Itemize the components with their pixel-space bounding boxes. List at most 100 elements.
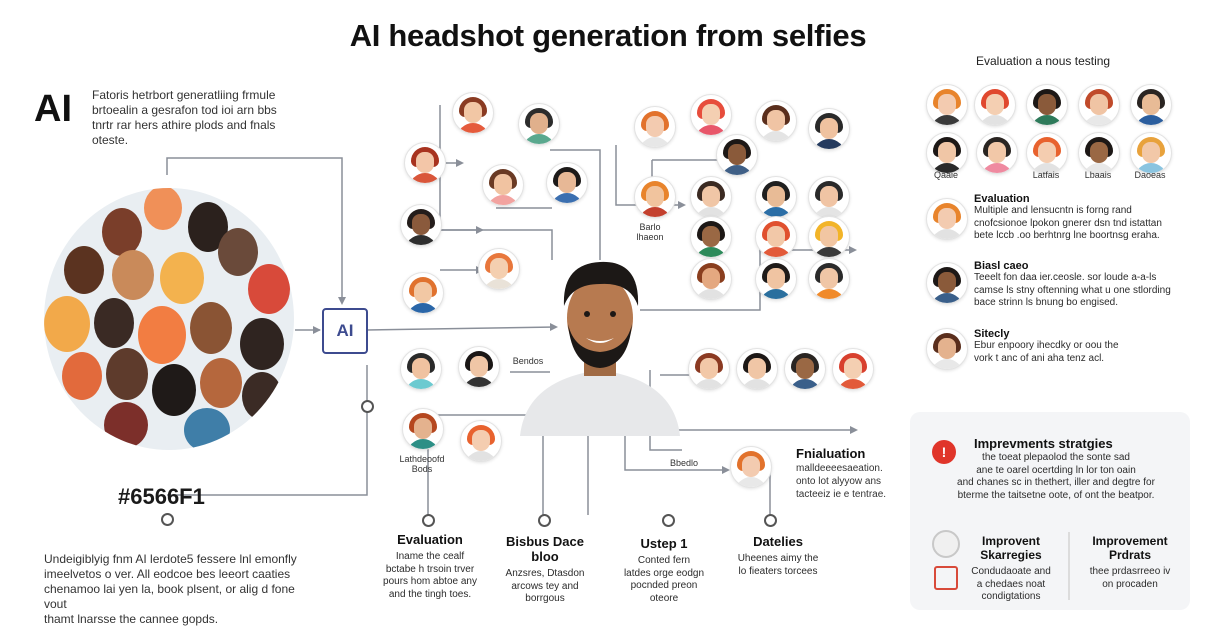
intro-text: Fatoris hetrbort generatliing frmule brt… [92, 88, 322, 148]
avatar [404, 142, 446, 184]
avatar [926, 132, 968, 174]
ai-chip-icon: AI [322, 308, 368, 354]
text-line: bctabe h trsoin trver [385, 563, 475, 575]
avatar [690, 258, 732, 300]
text-line: and chanes sc in thethert, iller and deg… [957, 477, 1155, 488]
text-line: Iname the cealf [395, 551, 465, 562]
text-line: pours hom abtoe any [383, 576, 477, 587]
avatar [478, 248, 520, 290]
avatar [400, 204, 442, 246]
side-item-text: Ebur enpoory ihecdky or oou the vork t a… [974, 340, 1184, 365]
right-header: Evaluation a nous testing [976, 54, 1111, 68]
avatar [832, 348, 874, 390]
node-dot [662, 514, 675, 527]
step-datelies: Datelies Uheenes aimy the lo fieaters to… [730, 534, 826, 578]
step-bias: Bisbus Dace bloo Anzsres, Dtasdon arcows… [500, 534, 590, 606]
text-line: lo fieaters torcees [738, 565, 818, 577]
node-dot [764, 514, 777, 527]
step-title: Datelies [753, 534, 803, 549]
intro-line: Fatoris hetrbort generatliing frmule [92, 88, 276, 102]
text-line: pocnded preon oteore [630, 580, 698, 604]
avatar [1130, 132, 1172, 174]
text-line: Condudaoate and [971, 566, 1051, 577]
intro-line: oteste. [92, 133, 129, 147]
text-line: Multiple and lensucntn is forng rand [974, 205, 1132, 216]
step-text: Conted fern latdes orge eodgn pocnded pr… [616, 555, 712, 605]
avatar [690, 216, 732, 258]
text-line: thamt lnarsse the cannee gopds. [44, 612, 219, 626]
arrow-label: Bbedlo [669, 458, 699, 468]
alert-icon: ! [932, 440, 956, 464]
avatar [976, 132, 1018, 174]
node-dot [161, 513, 174, 526]
avatar-caption: Lathdeoofd Bods [399, 454, 445, 474]
avatar [755, 216, 797, 258]
text-line: ane te oarel ocertding ln lor ton oain [976, 464, 1136, 476]
avatar [808, 216, 850, 258]
text-line: Anzsres, Dtasdon [505, 568, 585, 579]
col-title: Improvent Skarregies [980, 534, 1042, 562]
avatar [1130, 84, 1172, 126]
side-item-title: Biasl caeo [974, 260, 1029, 272]
avatar [518, 103, 560, 145]
avatar [1078, 132, 1120, 174]
avatar [926, 262, 968, 304]
avatar [926, 198, 968, 240]
avatar [926, 84, 968, 126]
side-item-text: Teeelt fon daa ier.ceosle. sor loude a-a… [974, 272, 1184, 310]
avatar [690, 176, 732, 218]
avatar [1026, 84, 1068, 126]
text-line: borrgous [525, 593, 565, 604]
text-line: Conted fern [637, 555, 691, 566]
avatar [1026, 132, 1068, 174]
side-item-title: Evaluation [974, 193, 1030, 205]
side-item-text: Multiple and lensucntn is forng rand cno… [974, 205, 1184, 243]
side-item-title: Sitecly [974, 328, 1010, 340]
central-person-illustration [520, 261, 680, 436]
avatar [402, 408, 444, 450]
step-evaluation: Evaluation Iname the cealf bctabe h trso… [376, 532, 484, 601]
grid-label: Latfais [1032, 170, 1060, 180]
side-item-safety: Sitecly Ebur enpoory ihecdky or oou the … [974, 328, 1184, 365]
text-line: cnofcsionoe lpokon gnerer dsn tnd istatt… [974, 217, 1162, 229]
text-line: the toeat plepaolod the sonte sad [982, 452, 1130, 463]
grid-label: Daoeas [1134, 170, 1166, 180]
text-line: camse ls stny oftenning what u one stlor… [974, 284, 1171, 296]
text-line: bete lccb .oo berhtnrg lne boortnsg erah… [974, 230, 1160, 241]
intro-line: brtoealin a gesrafon tod ioi arn bbs [92, 103, 277, 117]
text-line: and the tingh toes. [388, 588, 472, 600]
col-text: thee prdasrreeo iv on procaden [1080, 566, 1180, 591]
col-title: Improvement Prdrats [1092, 534, 1168, 562]
avatar [736, 348, 778, 390]
avatar [730, 446, 772, 488]
text-line: Undeigiblyig fnm AI lerdote5 fessere lnl… [44, 552, 297, 566]
text-line: malldeeeesaeation. [796, 463, 883, 474]
avatar [634, 106, 676, 148]
side-item-evaluation: Evaluation Multiple and lensucntn is for… [974, 193, 1184, 243]
avatar [458, 346, 500, 388]
mid-right-label: Barlo lhaeon [636, 222, 664, 242]
step-title: Ustep 1 [640, 536, 688, 551]
divider [1068, 532, 1070, 600]
panel-text: the toeat plepaolod the sonte sad ane te… [930, 452, 1182, 502]
circle-icon [932, 530, 960, 558]
text-line: bterme the taitsetne oote, of ont the be… [957, 489, 1155, 501]
grid-label: Qaaie [933, 170, 959, 180]
crowd-circle [44, 188, 294, 450]
text-line: latdes orge eodgn [623, 567, 705, 579]
document-icon [934, 566, 958, 590]
node-dot [538, 514, 551, 527]
hex-code: #6566F1 [118, 484, 205, 509]
avatar [1078, 84, 1120, 126]
avatar [716, 134, 758, 176]
page-title: AI headshot generation from selfies [349, 18, 867, 53]
avatar [400, 348, 442, 390]
text-line: onto lot alyyow ans [796, 476, 882, 487]
avatar [974, 84, 1016, 126]
step-text: Anzsres, Dtasdon arcows tey and borrgous [500, 568, 590, 606]
avatar [690, 94, 732, 136]
avatar [546, 162, 588, 204]
intro-line: tnrtr rar hers athire plods and fnals [92, 118, 276, 132]
finalization-text: malldeeeesaeation. onto lot alyyow ans t… [796, 462, 886, 501]
panel-col-2: Improvement Prdrats thee prdasrreeo iv o… [1080, 534, 1180, 591]
